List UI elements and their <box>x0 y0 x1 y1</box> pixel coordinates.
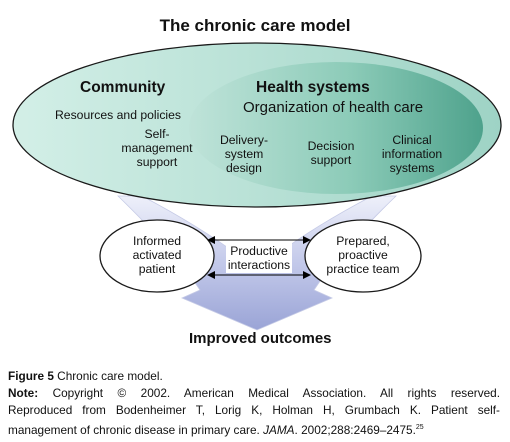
caption-figure-line: Figure 5 Chronic care model. <box>8 368 500 385</box>
diagram-title: The chronic care model <box>159 16 351 35</box>
delivery-system-label: Delivery- system design <box>219 133 269 175</box>
caption-note-line3: management of chronic disease in primary… <box>8 419 500 439</box>
outcome-label: Improved outcomes <box>189 330 332 347</box>
note-text-1: Copyright © 2002. American Medical Assoc… <box>52 386 500 400</box>
self-management-label: Self- management support <box>121 127 193 169</box>
patient-label: Informed activated patient <box>132 234 182 276</box>
interactions-box <box>226 242 292 273</box>
clinical-information-label: Clinical information systems <box>381 133 443 175</box>
team-label: Prepared, proactive practice team <box>326 234 400 276</box>
decision-support-label: Decision support <box>307 139 355 167</box>
note-label: Note: <box>8 386 39 400</box>
note-text-3b: . 2002;288:2469–2475. <box>294 422 416 437</box>
community-heading: Community <box>80 79 166 96</box>
team-ellipse <box>304 219 422 293</box>
caption-note-line2: Reproduced from Bodenheimer T, Lorig K, … <box>8 403 500 417</box>
reference-number: 25 <box>415 424 424 431</box>
chronic-care-diagram <box>12 42 502 331</box>
journal-name: JAMA <box>263 422 295 437</box>
organization-label: Organization of health care <box>243 99 424 116</box>
health-systems-heading: Health systems <box>256 79 370 96</box>
figure-label: Figure 5 <box>8 369 54 383</box>
caption-note-line1: Note: Copyright © 2002. American Medical… <box>8 385 500 402</box>
interactions-label: Productive interactions <box>227 244 291 272</box>
figure-text: Chronic care model. <box>57 369 163 383</box>
patient-ellipse <box>99 219 215 293</box>
note-text-3: management of chronic disease in primary… <box>8 422 264 437</box>
figure-caption: Figure 5 Chronic care model. Note: Copyr… <box>8 368 500 439</box>
resources-label: Resources and policies <box>55 108 182 122</box>
health-systems-ellipse <box>189 62 483 194</box>
